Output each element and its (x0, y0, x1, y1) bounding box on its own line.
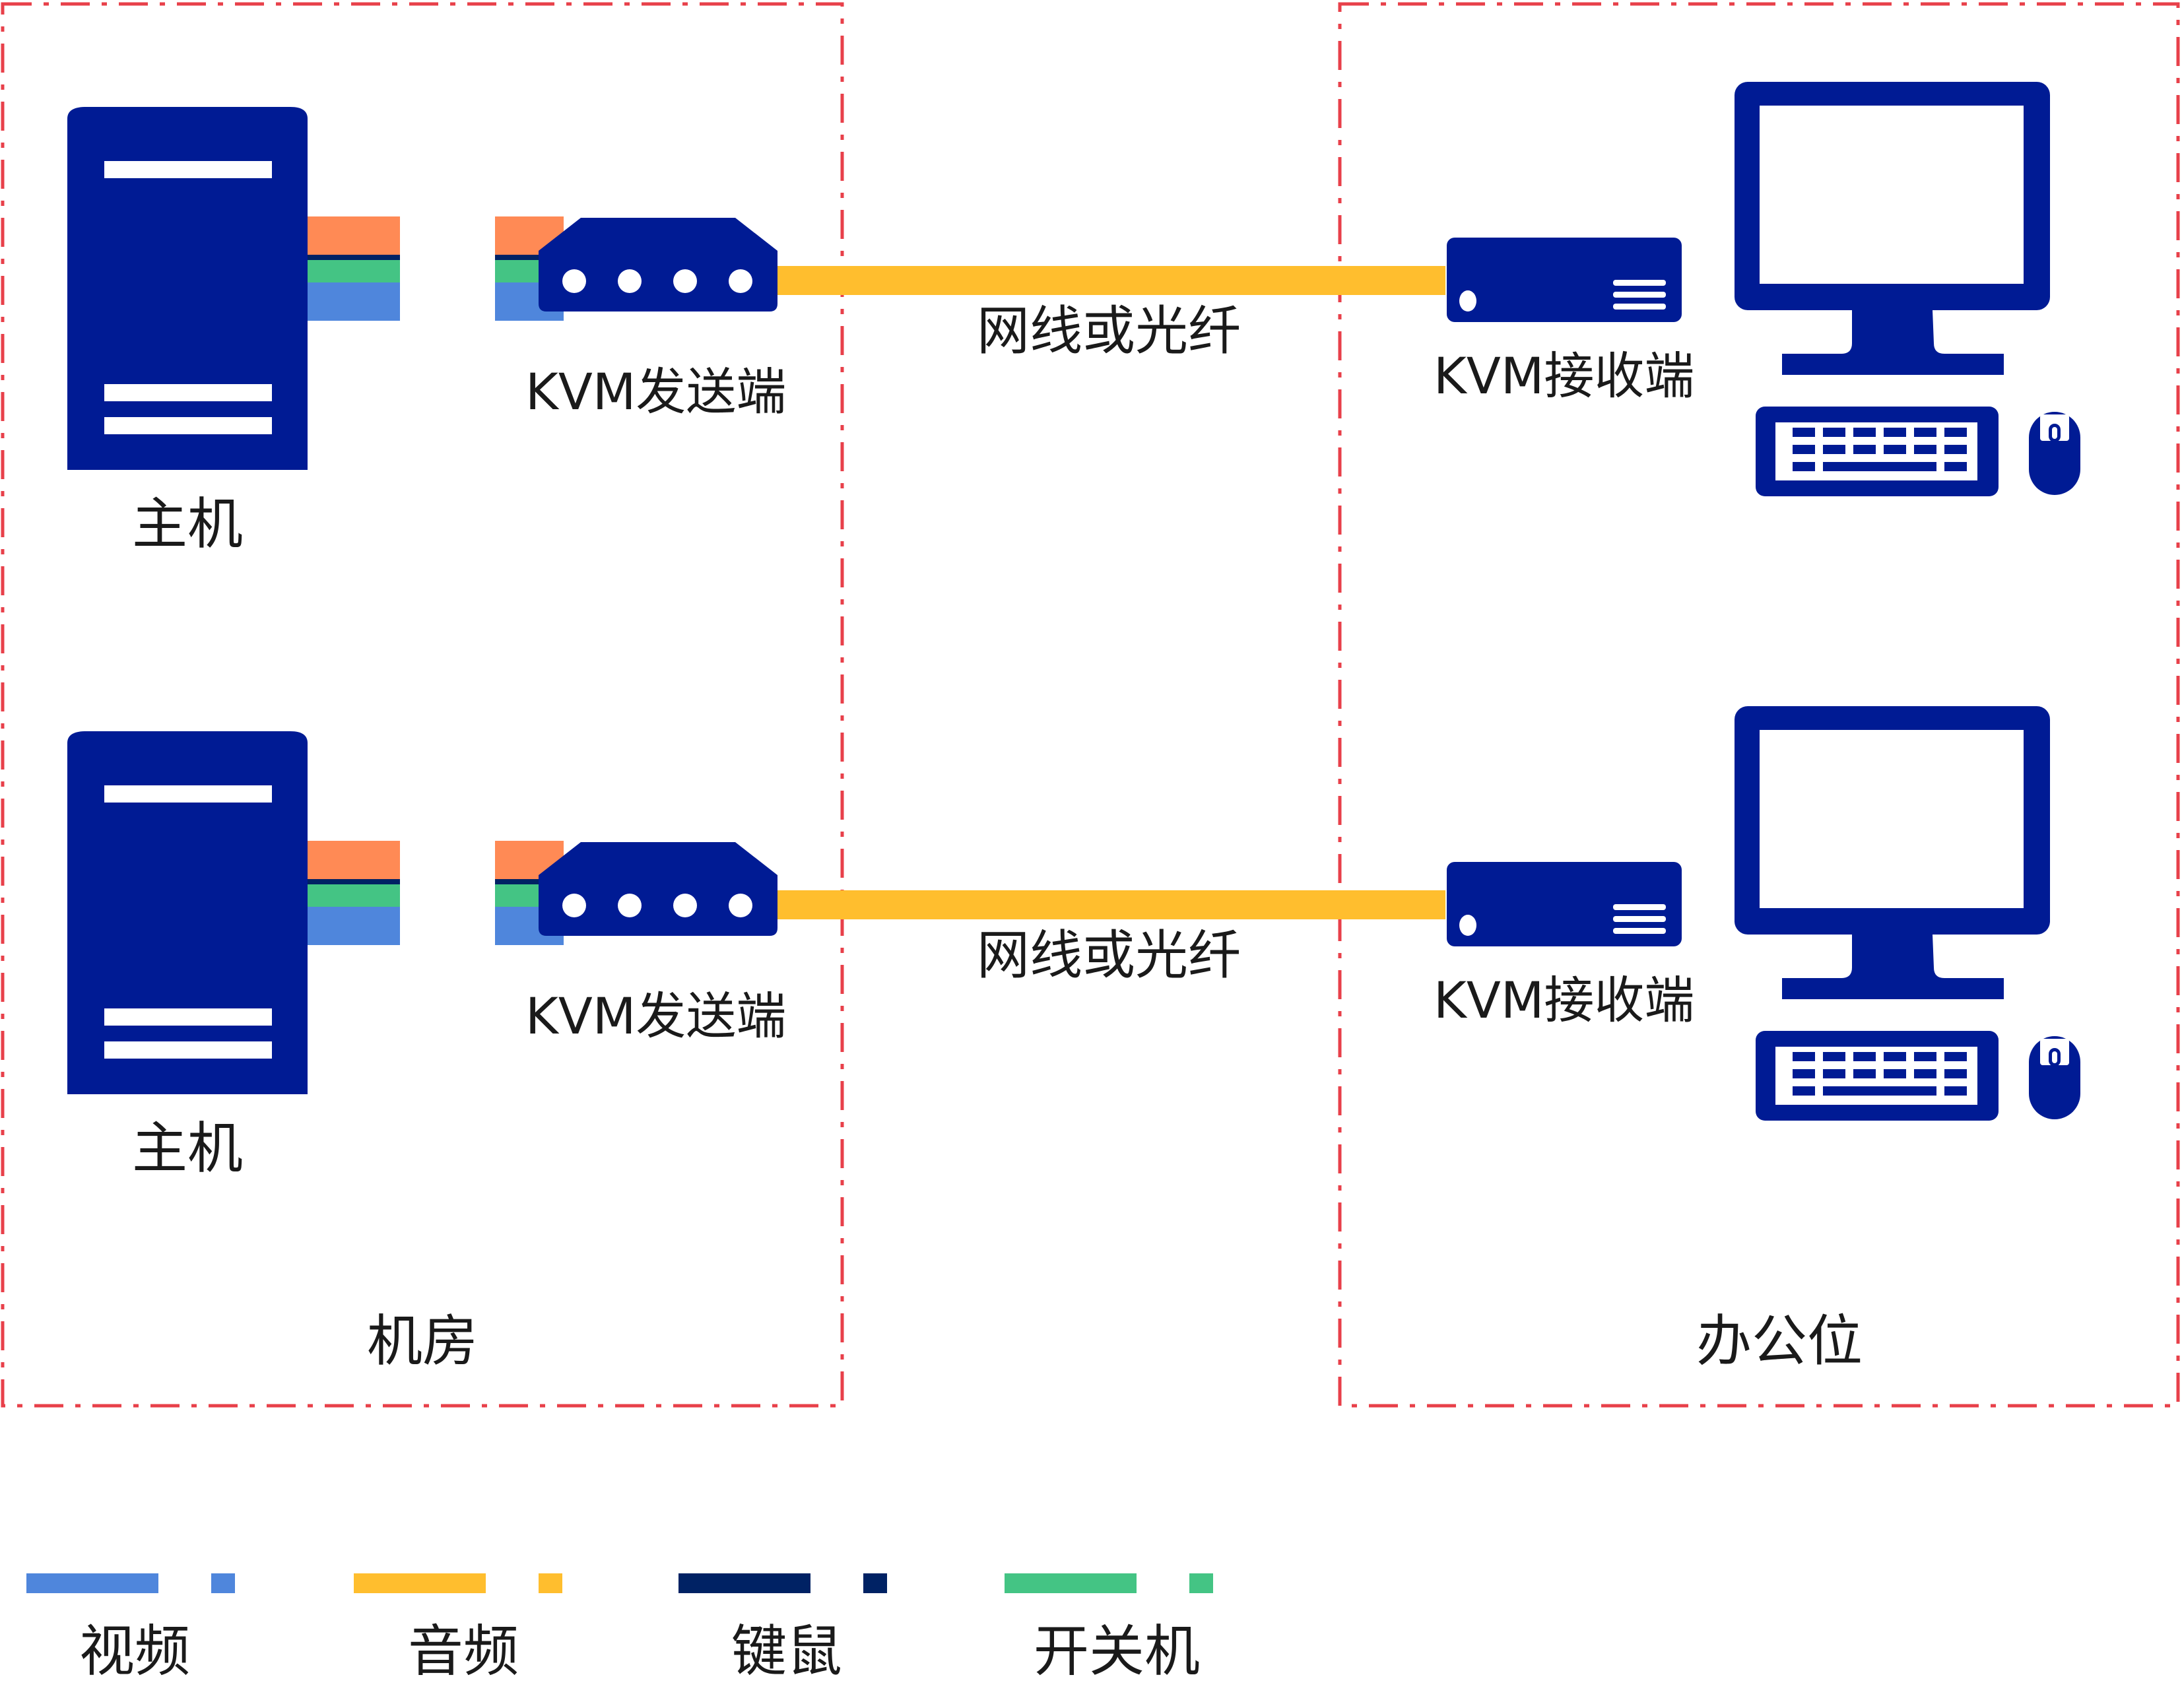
kvm-receiver-label: KVM接收端 (1434, 346, 1695, 405)
cable-label: 网线或光纤 (977, 925, 1241, 986)
mouse-icon (2029, 412, 2080, 495)
office-zone (1338, 2, 2180, 1408)
server-room-label: 机房 (367, 1309, 479, 1373)
legend-label-audio: 音频 (408, 1619, 519, 1684)
legend-label-video: 视频 (79, 1619, 191, 1684)
server-room-zone (1, 2, 844, 1408)
legend-kvm-swatch (678, 1573, 810, 1593)
host-label: 主机 (132, 1116, 244, 1181)
cable-label: 网线或光纤 (977, 300, 1241, 362)
legend-video-swatch (26, 1573, 158, 1593)
monitor-icon (1735, 706, 2050, 999)
kvm-receiver-icon (1447, 238, 1682, 322)
cable (772, 266, 1445, 295)
cable (772, 890, 1445, 919)
host-ports (308, 216, 400, 321)
link-row-2 (67, 706, 2080, 1121)
legend-power-swatch-small (1189, 1573, 1213, 1593)
legend-swatches (26, 1573, 1213, 1593)
kvm-sender-label: KVM发送端 (525, 362, 787, 421)
host-ports (308, 841, 400, 945)
kvm-sender-label: KVM发送端 (525, 987, 787, 1045)
legend-label-power: 开关机 (1034, 1619, 1201, 1684)
legend-power-swatch (1005, 1573, 1137, 1593)
server-tower-icon (67, 107, 308, 470)
kvm-receiver-label: KVM接收端 (1434, 971, 1695, 1030)
office-label: 办公位 (1696, 1309, 1863, 1373)
legend-label-kvm: 键鼠 (731, 1619, 843, 1684)
host-label: 主机 (132, 492, 244, 556)
monitor-icon (1735, 82, 2050, 375)
legend-audio-swatch-small (539, 1573, 562, 1593)
kvm-transmitter-icon (539, 218, 777, 312)
server-tower-icon (67, 731, 308, 1094)
link-row-1 (67, 82, 2080, 496)
kvm-transmitter-icon (539, 842, 777, 936)
kvm-receiver-icon (1447, 862, 1682, 946)
legend-kvm-swatch-small (863, 1573, 887, 1593)
sender-ports (495, 216, 564, 321)
keyboard-icon (1756, 407, 1999, 496)
legend-video-swatch-small (211, 1573, 235, 1593)
mouse-icon (2029, 1036, 2080, 1119)
legend-audio-swatch (354, 1573, 486, 1593)
keyboard-icon (1756, 1031, 1999, 1121)
